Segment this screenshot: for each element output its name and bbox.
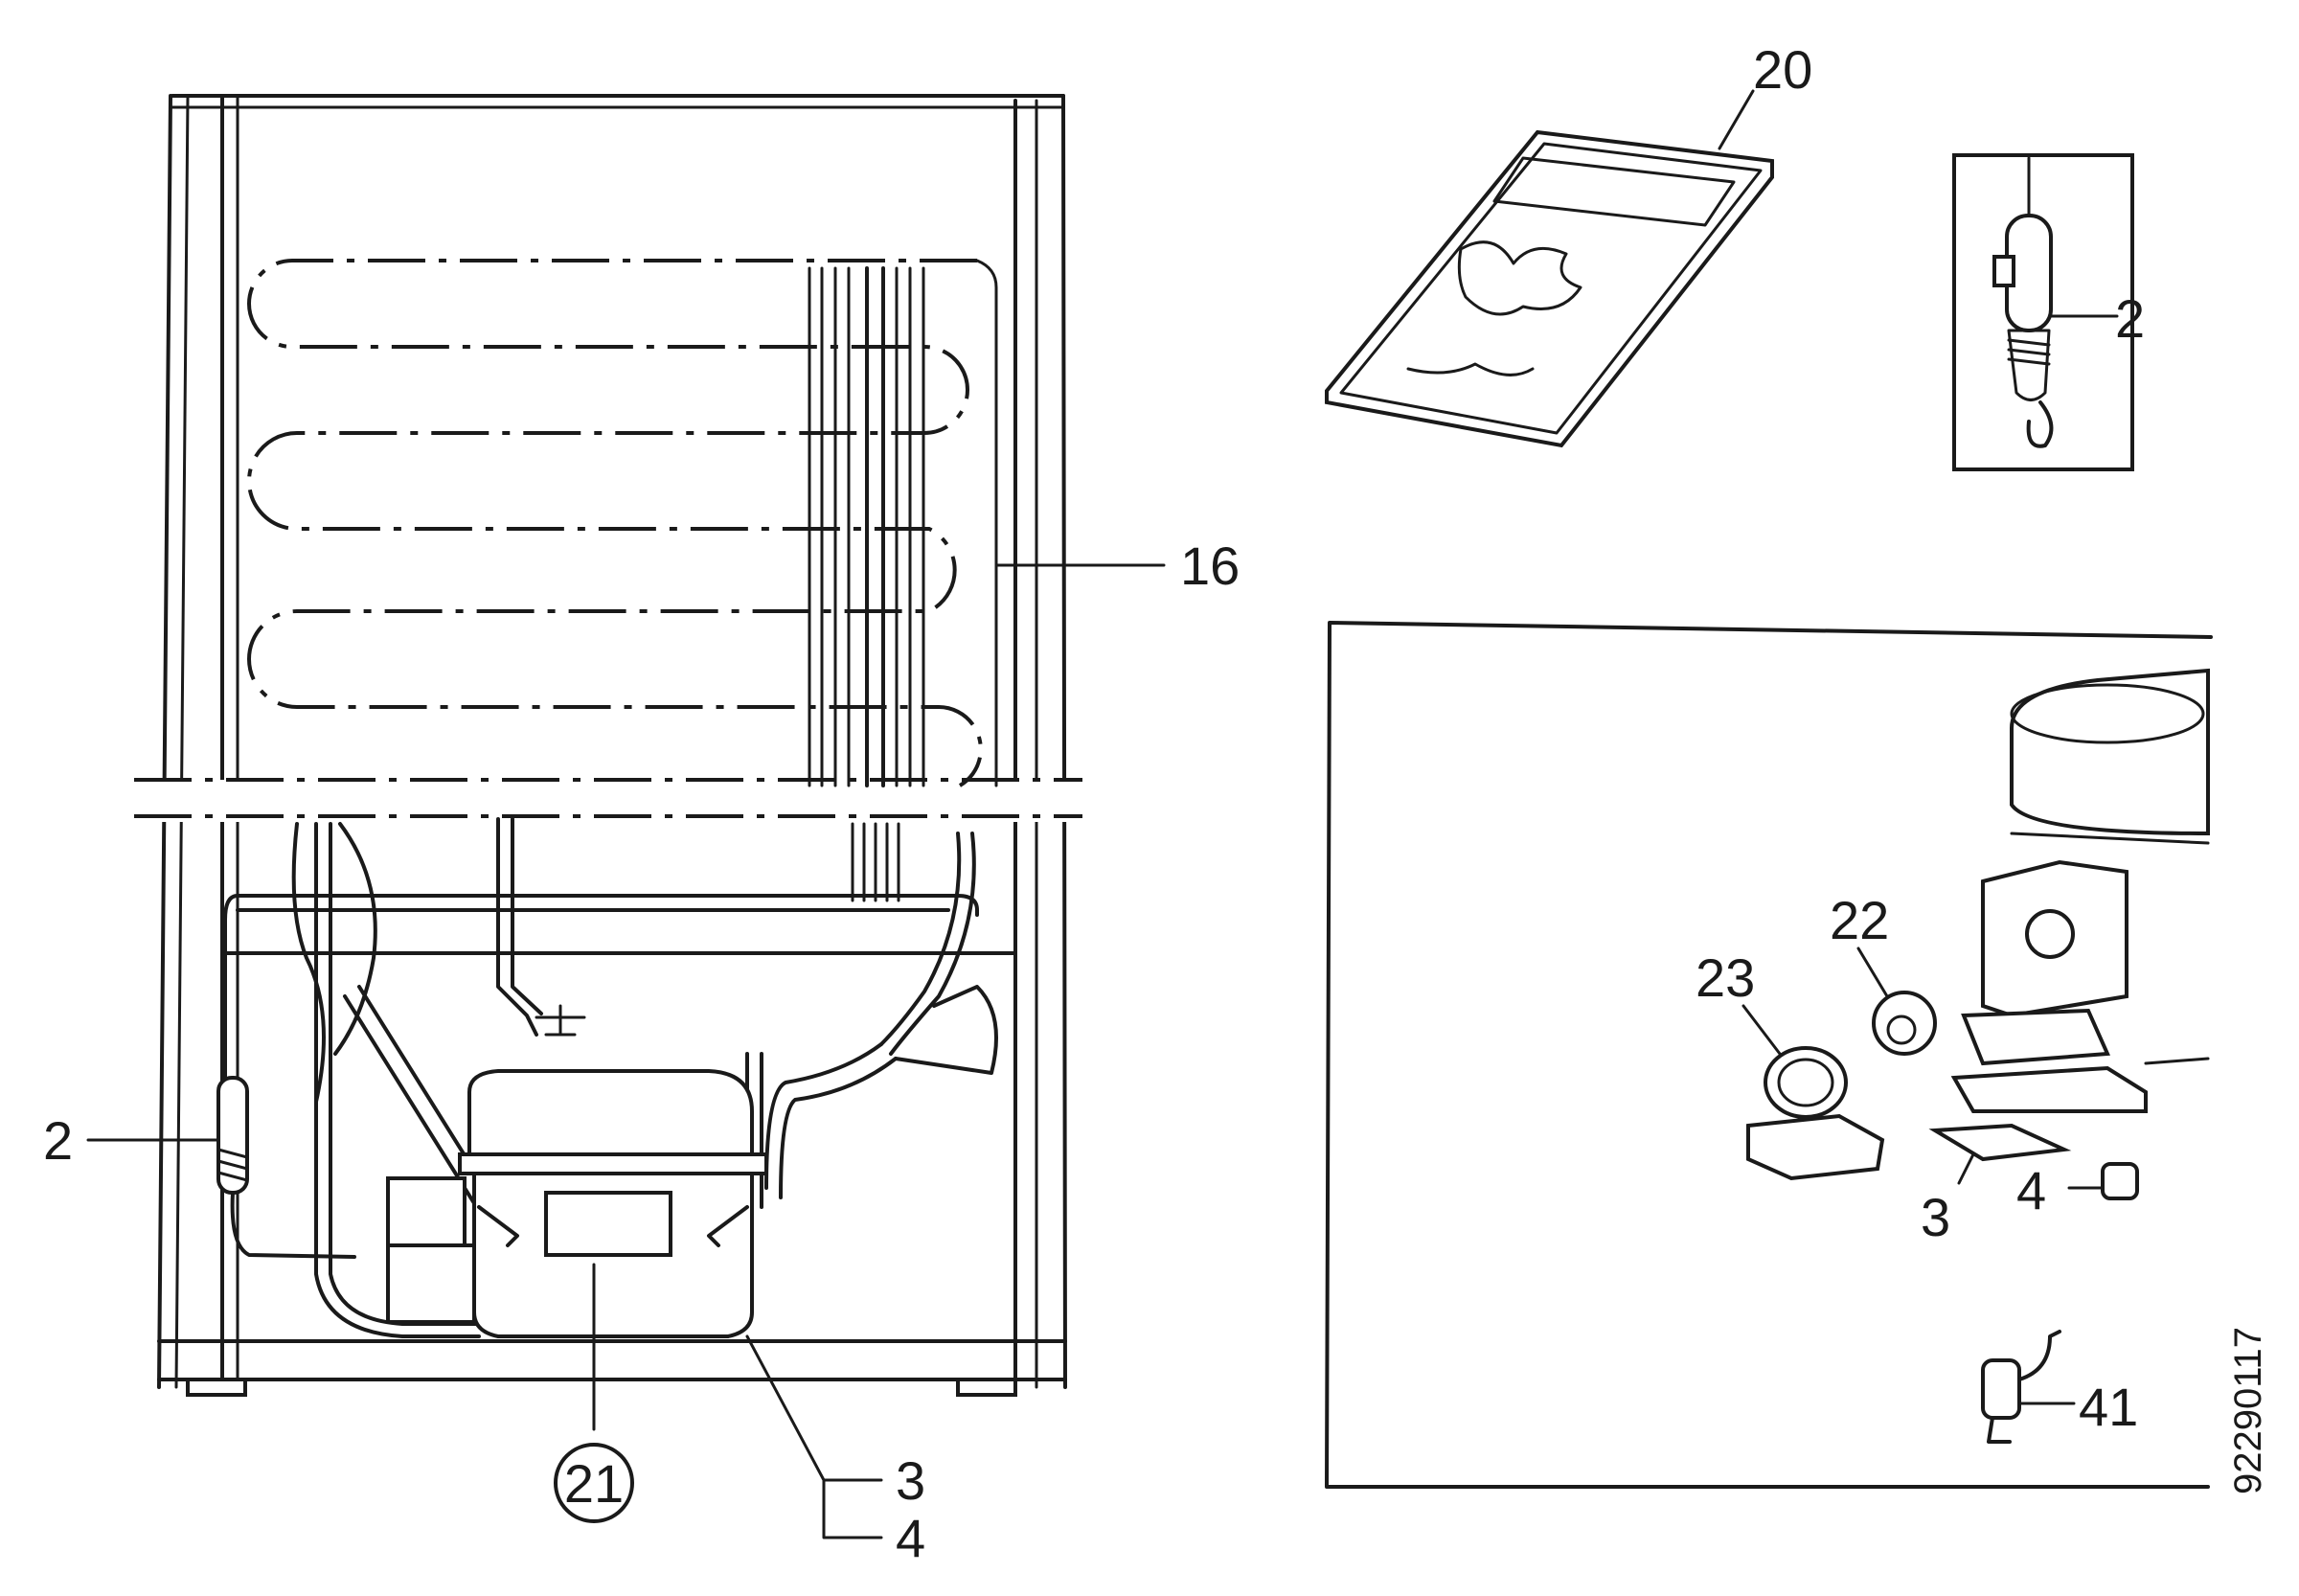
main-leader-lines: [86, 563, 1166, 1539]
callout-3-inset: 3: [1921, 1187, 1950, 1247]
condenser-tubes: [808, 266, 925, 902]
callout-41: 41: [2079, 1377, 2138, 1437]
callout-4-main: 4: [896, 1508, 925, 1568]
callout-4-inset: 4: [2016, 1160, 2046, 1220]
compressor-parts-panel: [1325, 621, 2213, 1489]
callout-3-main: 3: [896, 1450, 925, 1511]
sensor-inset-panel: [1952, 153, 2134, 471]
callout-21: 21: [564, 1453, 624, 1514]
callout-16: 16: [1180, 536, 1240, 596]
callout-22: 22: [1830, 890, 1889, 950]
user-manual-booklet: [1325, 89, 1774, 448]
callout-2-inset: 2: [2115, 288, 2145, 349]
callout-2: 2: [43, 1110, 73, 1171]
drawing-code: 92290117: [2227, 1327, 2269, 1494]
thermostat-sensor: [216, 1076, 356, 1259]
compressor: [386, 1069, 768, 1338]
evaporator-coil: [247, 259, 998, 787]
callout-20: 20: [1753, 39, 1812, 100]
callout-23: 23: [1696, 947, 1755, 1008]
